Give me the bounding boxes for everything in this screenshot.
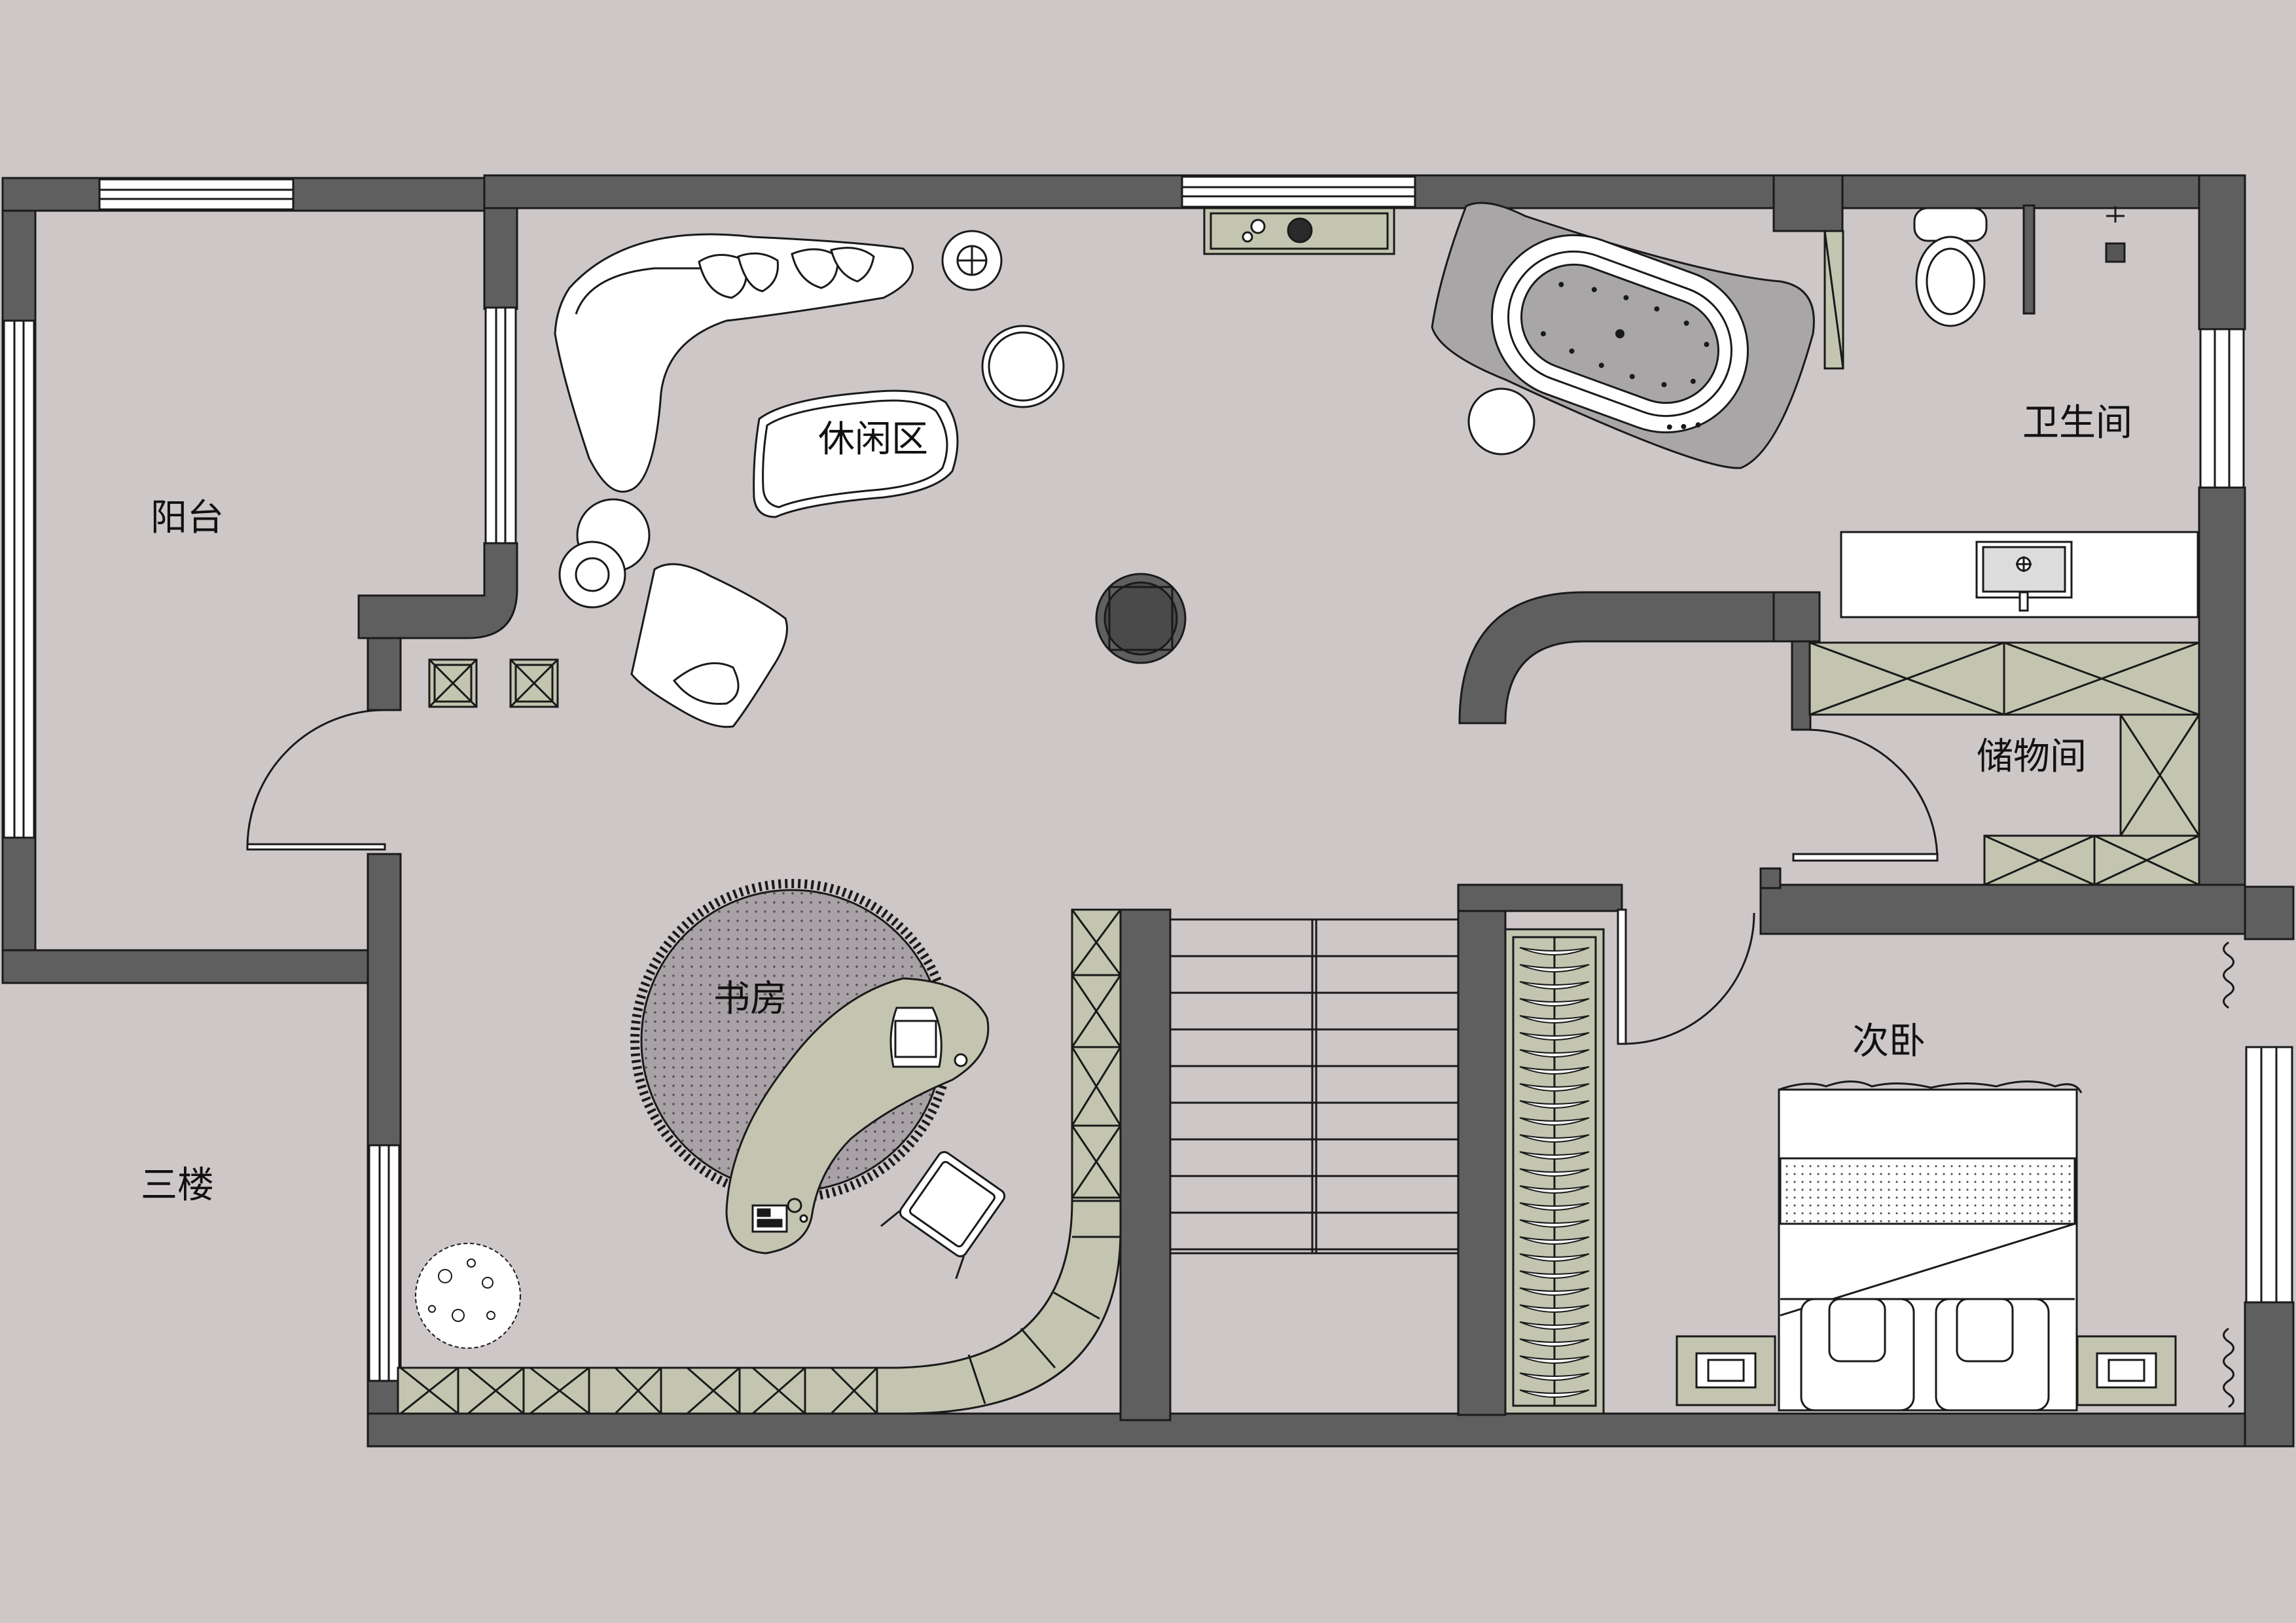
bedroom-furniture — [1695, 941, 2234, 1412]
study-furniture — [415, 879, 1006, 1349]
label-second-bedroom: 次卧 — [1852, 1020, 1926, 1063]
hanger — [1519, 1100, 1590, 1109]
label-balcony: 阳台 — [151, 497, 224, 539]
hanger — [1519, 1270, 1590, 1279]
plant-icon — [415, 1243, 521, 1349]
hanger — [1519, 1236, 1590, 1245]
label-storage: 储物间 — [1977, 736, 2087, 778]
sofa-pillows — [698, 247, 875, 299]
hanger — [1519, 947, 1590, 955]
label-bathroom: 卫生间 — [2022, 402, 2132, 444]
hanger — [1519, 1304, 1590, 1313]
staircase — [1169, 918, 1460, 1255]
hanger — [1519, 981, 1590, 990]
windows — [3, 175, 2293, 1382]
label-third-floor: 三楼 — [141, 1164, 214, 1207]
hanger — [1519, 998, 1590, 1007]
hanger — [1519, 1338, 1590, 1347]
label-lounge: 休闲区 — [818, 418, 928, 461]
hanger — [1519, 1253, 1590, 1262]
hanger — [1519, 1389, 1590, 1398]
wardrobe-hangers — [1519, 947, 1590, 1398]
hanger — [1519, 1168, 1590, 1177]
hanger — [1519, 1015, 1590, 1024]
hanger — [1519, 1355, 1590, 1364]
doors — [246, 709, 1939, 1045]
hanger — [1519, 1219, 1590, 1228]
label-study: 书房 — [713, 978, 787, 1020]
hanger — [1519, 1287, 1590, 1296]
hanger — [1519, 1134, 1590, 1143]
hanger — [1519, 1032, 1590, 1041]
walls — [1, 174, 2295, 1448]
hanger — [1519, 1151, 1590, 1160]
hanger — [1519, 1083, 1590, 1092]
hanger — [1519, 964, 1590, 972]
hanger — [1519, 1066, 1590, 1075]
room-labels: 阳台 休闲区 卫生间 储物间 书房 次卧 三楼 — [141, 402, 2132, 1207]
bathtub-jets — [1540, 281, 1710, 430]
hanger — [1519, 1049, 1590, 1058]
hanger — [1519, 1185, 1590, 1194]
lounge-furniture — [554, 230, 1535, 728]
hanger — [1519, 1202, 1590, 1211]
bed-pillows — [1800, 1298, 2050, 1412]
bathroom-fixtures — [1431, 202, 2199, 618]
hanger — [1519, 1321, 1590, 1330]
hanger — [1519, 1372, 1590, 1381]
hanger — [1519, 1117, 1590, 1126]
